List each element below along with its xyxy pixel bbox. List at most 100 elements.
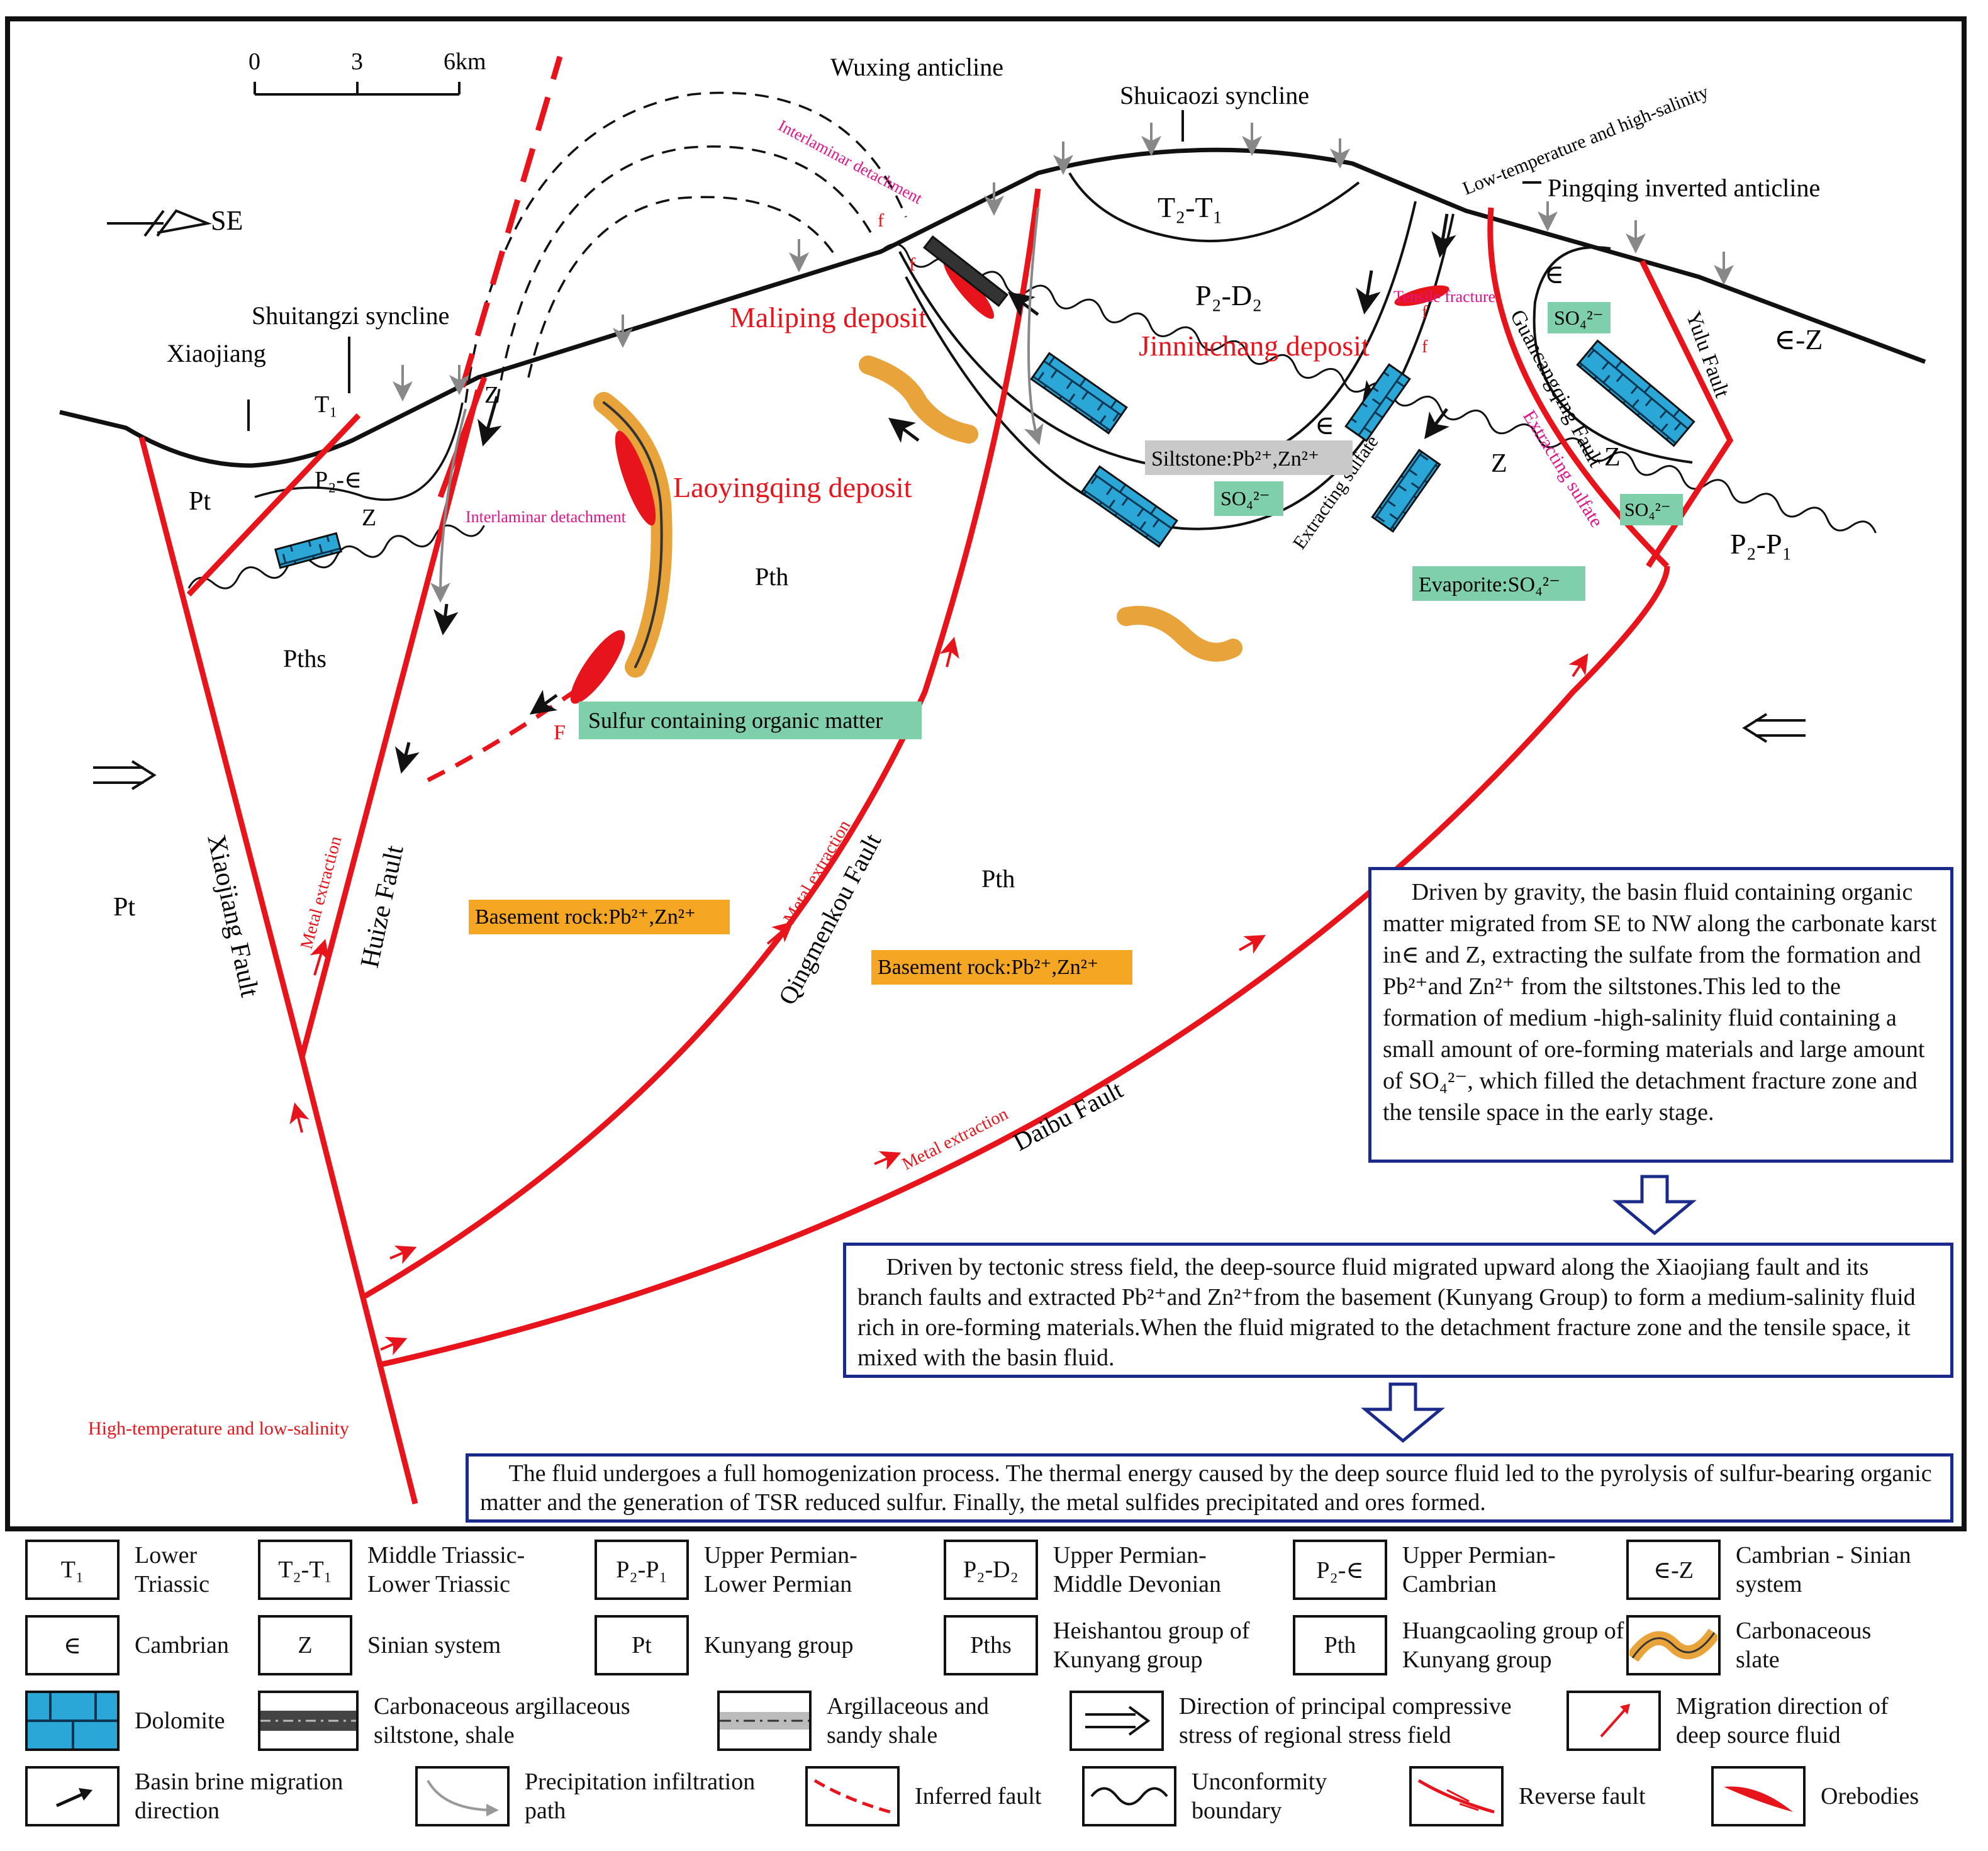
wuxing-anticline-trace: [464, 91, 907, 403]
shuitangzi-syncline: [254, 402, 464, 501]
legend-siltstone-symbol: [258, 1691, 359, 1751]
fm-pt-lower: Pt: [113, 893, 135, 922]
legend-dolomite: Dolomite: [25, 1686, 277, 1755]
fm-p2d2: P₂-D₂: [1195, 279, 1262, 311]
legend-t1: T₁ Lower Triassic: [25, 1535, 340, 1604]
legend-pt: Pt Kunyang group: [595, 1611, 922, 1680]
legend-pth: Pth Huangcaoling group of Kunyang group: [1293, 1611, 1645, 1680]
xiaojiang-fault-line: [138, 436, 418, 1505]
svg-text:Evaporite:SO₄²⁻: Evaporite:SO₄²⁻: [1419, 573, 1560, 596]
svg-text:Basement rock:Pb²⁺,Zn²⁺: Basement rock:Pb²⁺,Zn²⁺: [475, 905, 696, 929]
legend-cam-text: Cambrian: [135, 1632, 229, 1658]
legend-orebodies-text: Orebodies: [1821, 1783, 1919, 1809]
legend-brine: Basin brine migration direction: [25, 1762, 403, 1831]
tag-basement-2: Basement rock:Pb²⁺,Zn²⁺: [871, 950, 1132, 985]
legend-pt-text: Kunyang group: [704, 1632, 854, 1658]
legend-camz-symbol: ∈-Z: [1626, 1540, 1721, 1600]
legend-infiltration-text: Precipitation infiltration path: [525, 1769, 756, 1824]
legend-cam-symbol: ∈: [25, 1615, 120, 1675]
legend-orebodies-symbol: [1711, 1766, 1806, 1826]
legend-deep-fluid-text: Migration direction of deep source fluid: [1676, 1693, 1889, 1748]
svg-text:Sulfur containing organic matt: Sulfur containing organic matter: [588, 708, 883, 733]
legend-orebodies: Orebodies: [1711, 1762, 1963, 1831]
legend: T₁ Lower Triassic T₂-T₁ Middle Triassic-…: [25, 1535, 1963, 1843]
anno-high-temp: High-temperature and low-salinity: [88, 1418, 349, 1439]
legend-pths-symbol: Pths: [944, 1615, 1038, 1675]
legend-inferred-fault: Inferred fault: [805, 1762, 1095, 1831]
legend-pths: Pths Heishantou group of Kunyang group: [944, 1611, 1296, 1680]
anno-metal-1: Metal extraction: [297, 834, 346, 951]
legend-slate-text: Carbonaceous slate: [1736, 1618, 1872, 1673]
label-laoyingqing-deposit: Laoyingqing deposit: [673, 471, 912, 503]
legend-p2cam: P₂-∈ Upper Permian-Cambrian: [1293, 1535, 1620, 1604]
anno-f-tensile-2: f: [1422, 337, 1428, 357]
tag-sulfur-om: Sulfur containing organic matter: [579, 702, 922, 739]
info-box-homogenization: The fluid undergoes a full homogenizatio…: [466, 1453, 1953, 1523]
legend-stress-symbol: [1069, 1691, 1164, 1751]
dolomite-blocks: [274, 235, 1695, 569]
label-xiaojiang-place: Xiaojiang: [167, 339, 266, 367]
anno-f-upper-2: f: [878, 210, 884, 231]
legend-reverse-fault-symbol: [1409, 1766, 1504, 1826]
legend-sandy-shale-symbol: [717, 1691, 812, 1751]
fm-cam-right: ∈: [1544, 260, 1564, 289]
legend-t1-text: Lower Triassic: [135, 1542, 209, 1597]
infiltration-arrows: [393, 123, 1734, 603]
legend-infiltration-symbol: [415, 1766, 510, 1826]
deep-fluid-arrows: [289, 637, 1589, 1356]
label-pingqing: Pingqing inverted anticline: [1548, 174, 1820, 202]
tag-so4-c: SO₄²⁻: [1620, 494, 1683, 525]
fm-cam-core: ∈: [1315, 411, 1334, 440]
label-wuxing: Wuxing anticline: [830, 53, 1003, 81]
label-shuitangzi: Shuitangzi syncline: [252, 301, 449, 330]
label-maliping-deposit: Maliping deposit: [730, 301, 927, 333]
fm-z-left: Z: [362, 505, 376, 531]
fm-pth-lower: Pth: [981, 864, 1015, 893]
orientation-mark: SE: [107, 205, 243, 237]
legend-deep-fluid: Migration direction of deep source fluid: [1566, 1686, 1957, 1755]
fm-p2-cam: P₂-∈: [315, 467, 362, 493]
fm-t1: T₁: [315, 391, 337, 418]
tag-evaporite: Evaporite:SO₄²⁻: [1412, 566, 1585, 601]
legend-slate: Carbonaceous slate: [1626, 1611, 1960, 1680]
scale-tick-0: 0: [248, 48, 260, 75]
info-box-basin-fluid-text: Driven by gravity, the basin fluid conta…: [1383, 879, 1937, 1126]
svg-text:SO₄²⁻: SO₄²⁻: [1554, 306, 1604, 329]
legend-pths-text: Heishantou group of Kunyang group: [1053, 1618, 1250, 1673]
daibu-fault-line: [377, 566, 1670, 1368]
legend-camz-text: Cambrian - Sinian system: [1736, 1542, 1911, 1597]
legend-cam: ∈ Cambrian: [25, 1611, 277, 1680]
legend-t2t1-symbol: T₂-T₁: [258, 1540, 352, 1600]
diagram-frame: [5, 16, 1967, 1531]
scale-bar: 0 3 6km: [248, 48, 486, 96]
label-jinniuchang-deposit: Jinniuchang deposit: [1139, 330, 1370, 362]
svg-text:SO₄²⁻: SO₄²⁻: [1624, 500, 1671, 520]
legend-t2t1: T₂-T₁ Middle Triassic-Lower Triassic: [258, 1535, 610, 1604]
info-box-basin-fluid: Driven by gravity, the basin fluid conta…: [1368, 867, 1953, 1163]
branch-fault-left2: [437, 376, 488, 498]
scale-tick-6: 6km: [444, 48, 486, 75]
legend-dolomite-symbol: [25, 1691, 120, 1751]
huize-fault-line: [299, 389, 481, 1058]
fm-z-right2: Z: [1604, 443, 1621, 472]
legend-brine-symbol: [25, 1766, 120, 1826]
anno-interlaminar-1: Interlaminar detachment: [775, 116, 925, 208]
legend-t2t1-text: Middle Triassic-Lower Triassic: [367, 1542, 525, 1597]
tag-so4-b: SO₄²⁻: [1214, 481, 1283, 516]
label-shuicaozi: Shuicaozi syncline: [1120, 81, 1309, 109]
anno-f-tensile-1: f: [1422, 303, 1428, 322]
svg-text:SO₄²⁻: SO₄²⁻: [1220, 487, 1270, 510]
fm-camz: ∈-Z: [1774, 323, 1823, 355]
legend-p2p1-text: Upper Permian-Lower Permian: [704, 1542, 857, 1597]
leader-lines: [247, 110, 1541, 431]
fm-p2p1: P₂-P₁: [1730, 528, 1792, 560]
anno-tensile: Tensile fracture: [1393, 288, 1495, 306]
tag-siltstone: Siltstone:Pb²⁺,Zn²⁺: [1145, 440, 1353, 475]
legend-p2d2-text: Upper Permian-Middle Devonian: [1053, 1542, 1222, 1597]
anno-interlaminar-2: Interlaminar detachment: [466, 508, 627, 526]
label-huize-fault: Huize Fault: [355, 842, 410, 970]
info-box-homogenization-text: The fluid undergoes a full homogenizatio…: [480, 1460, 1932, 1516]
inferred-fault-line-top: [459, 55, 563, 388]
legend-p2cam-text: Upper Permian-Cambrian: [1402, 1542, 1556, 1597]
compressive-stress-arrows: [93, 713, 1806, 790]
